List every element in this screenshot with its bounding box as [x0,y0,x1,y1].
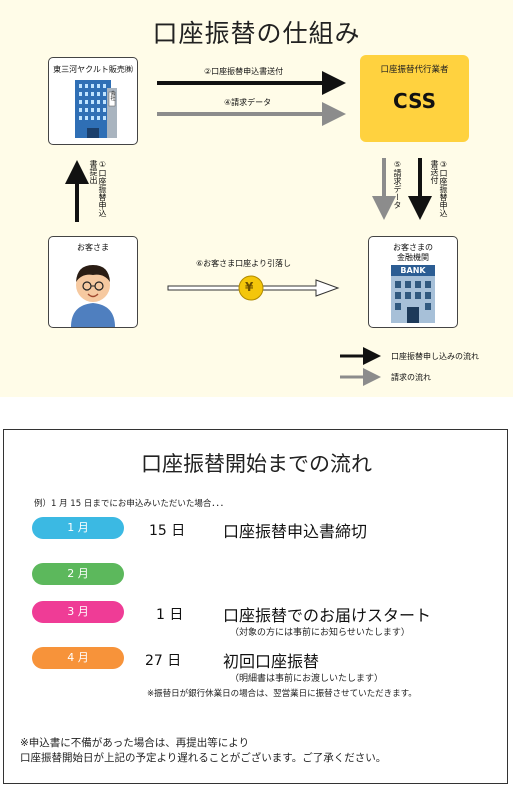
customer-box: お客さま [48,236,138,328]
building-icon [75,80,117,138]
day-4: 27 日 [145,653,182,669]
event-1: 口座振替申込書締切 [223,522,368,541]
bank-sign-text: BANK [400,266,426,275]
label-step6: ⑥お客さま口座より引落し [196,259,292,268]
note-3: （対象の方には事前にお知らせいたします） [230,628,410,638]
holiday-note: ※振替日が銀行休業日の場合は、翌営業日に振替させていただきます。 [147,689,417,699]
label-step1: ①口座振替申込書提出 [89,160,107,217]
customer-label: お客さま [77,243,109,252]
diagram-title: 口座振替の仕組み [152,19,361,48]
agent-name: CSS [393,89,436,113]
note-4: （明細書は事前にお渡しいたします） [230,674,384,684]
month-pill-4: 4 月 [32,647,124,669]
label-step3: ③口座振替申込書送付 [430,160,448,217]
event-4: 初回口座振替 [223,652,320,671]
day-3: 1 日 [156,607,184,623]
bank-label-line2: 金融機関 [397,253,429,262]
bank-building-icon [391,265,435,323]
company-sign: 会社 [110,91,116,102]
bank-box: お客さまの 金融機関 BANK [368,236,458,328]
label-step2: ②口座振替申込書送付 [204,67,284,76]
day-1: 15 日 [149,523,186,539]
event-3: 口座振替でのお届けスタート [223,606,432,625]
legend-billing: 請求の流れ [391,373,431,382]
company-box: 東三河ヤクルト販売㈱ 会社 [48,57,138,145]
payment-flow-panel: 口座振替の仕組み 東三河ヤクルト販売㈱ 会社 口座振替代行業者 CSS お客さま [0,0,513,397]
schedule-section: 口座振替開始までの流れ 例）1 月 15 日までにお申込みいただいた場合．．． … [3,429,508,784]
customer-person-icon [71,265,115,327]
label-step4: ④請求データ [224,98,272,107]
agent-box: 口座振替代行業者 CSS [360,55,469,142]
legend-application: 口座振替申し込みの流れ [391,352,479,361]
month-pill-3: 3 月 [32,601,124,623]
schedule-title: 口座振替開始までの流れ [141,452,372,476]
company-label: 東三河ヤクルト販売㈱ [53,65,133,74]
schedule-example: 例）1 月 15 日までにお申込みいただいた場合．．． [34,499,229,509]
label-step5: ⑤請求データ [393,160,402,209]
yen-coin-symbol: ¥ [245,280,254,294]
footer-line1: ※申込書に不備があった場合は、再提出等により [20,737,250,749]
flow-arrows [65,71,432,386]
month-pill-2: 2 月 [32,563,124,585]
agent-sublabel: 口座振替代行業者 [380,65,449,75]
yen-coin-icon [238,275,264,301]
footer-line2: 口座振替開始日が上記の予定より遅れることがございます。ご了承ください。 [20,752,387,764]
month-pill-1: 1 月 [32,517,124,539]
bank-label-line1: お客さまの [393,243,433,252]
